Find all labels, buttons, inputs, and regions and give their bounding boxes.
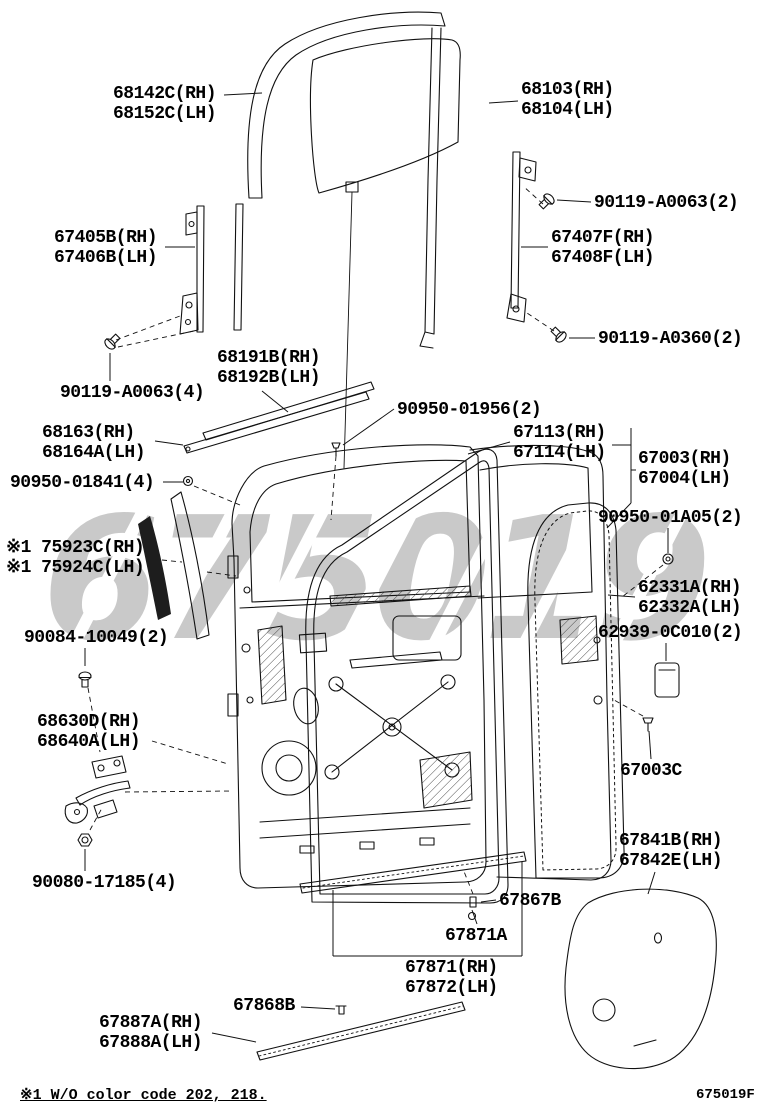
part-number: 68103(RH) — [521, 80, 614, 100]
part-number: 62332A(LH) — [638, 598, 742, 618]
label-62331a: 62331A(RH)62332A(LH) — [638, 578, 742, 618]
part-number: 67408F(LH) — [551, 248, 655, 268]
division-channel-left — [179, 203, 244, 335]
door-inner-panel — [227, 444, 487, 889]
part-number: 67842E(LH) — [619, 851, 723, 871]
nut-icon — [77, 833, 93, 847]
clip-icon — [642, 717, 654, 732]
label-68103: 68103(RH)68104(LH) — [521, 80, 614, 120]
label-62939-0c010: 62939-0C010(2) — [598, 623, 743, 643]
part-number: 90950-01841(4) — [10, 473, 155, 493]
part-number: 90084-10049(2) — [24, 628, 169, 648]
door-panel-shell — [469, 444, 612, 881]
bottom-weatherstrip — [299, 851, 527, 894]
part-number: 67888A(LH) — [99, 1033, 203, 1053]
part-number: 68630D(RH) — [37, 712, 141, 732]
door-glass — [310, 38, 461, 469]
part-number: 90119-A0360(2) — [598, 329, 743, 349]
leader-lines — [84, 92, 669, 1043]
part-number: 90080-17185(4) — [32, 873, 177, 893]
part-number: 68191B(RH) — [217, 348, 321, 368]
label-67887a: 67887A(RH)67888A(LH) — [99, 1013, 203, 1053]
frame-garnish — [170, 491, 210, 640]
label-68163: 68163(RH)68164A(LH) — [42, 423, 146, 463]
label-90950-01841: 90950-01841(4) — [10, 473, 155, 493]
part-number: 67841B(RH) — [619, 831, 723, 851]
assembly-dashed-lines — [87, 185, 664, 895]
label-67871a: 67871A — [445, 926, 507, 946]
part-number: 90950-01956(2) — [397, 400, 542, 420]
label-75923c: ※1 75923C(RH)※1 75924C(LH) — [6, 538, 145, 578]
part-number: 67871A — [445, 926, 507, 946]
part-number: 90950-01A05(2) — [598, 508, 743, 528]
part-number: 67405B(RH) — [54, 228, 158, 248]
watermark-slashes — [64, 475, 706, 655]
part-number: 67887A(RH) — [99, 1013, 203, 1033]
door-check — [64, 755, 131, 824]
part-number: 68164A(LH) — [42, 443, 146, 463]
part-number: 62331A(RH) — [638, 578, 742, 598]
frame-tape — [138, 516, 171, 620]
part-number: 68152C(LH) — [113, 104, 217, 124]
part-number: ※1 75924C(LH) — [6, 558, 145, 578]
part-number: 62939-0C010(2) — [598, 623, 743, 643]
part-number: 68163(RH) — [42, 423, 135, 443]
part-number: 67868B — [233, 996, 295, 1016]
label-90080-17185: 90080-17185(4) — [32, 873, 177, 893]
label-67871: 67871(RH)67872(LH) — [405, 958, 498, 998]
belt-molding-strips — [183, 381, 375, 454]
label-90119-a0063-2: 90119-A0063(2) — [594, 193, 739, 213]
part-number: 68640A(LH) — [37, 732, 141, 752]
part-number: 67003(RH) — [638, 449, 731, 469]
label-67113: 67113(RH)67114(LH) — [513, 423, 606, 463]
label-67867b: 67867B — [499, 891, 561, 911]
door-frame-seal-loop — [305, 448, 509, 904]
window-run-channel — [247, 11, 446, 349]
clip-icon — [331, 442, 341, 457]
part-number: 67004(LH) — [638, 469, 731, 489]
label-68630d: 68630D(RH)68640A(LH) — [37, 712, 141, 752]
figure-code: 675019F — [696, 1087, 755, 1103]
part-number: 90119-A0063(2) — [594, 193, 739, 213]
bolt-icon — [548, 324, 569, 345]
part-number: 67871(RH) — [405, 958, 498, 978]
label-90950-01956: 90950-01956(2) — [397, 400, 542, 420]
opening-weatherstrip-ring — [527, 502, 625, 879]
part-number: 67407F(RH) — [551, 228, 655, 248]
label-67003: 67003(RH)67004(LH) — [638, 449, 731, 489]
service-hole-cover — [564, 888, 717, 1070]
label-67407f: 67407F(RH)67408F(LH) — [551, 228, 655, 268]
bolt-icon — [102, 331, 123, 352]
part-number: 67867B — [499, 891, 561, 911]
label-90084-10049: 90084-10049(2) — [24, 628, 169, 648]
label-67868b: 67868B — [233, 996, 295, 1016]
part-number: 67003C — [620, 761, 682, 781]
division-channel-right — [506, 151, 537, 323]
label-90119-a0360: 90119-A0360(2) — [598, 329, 743, 349]
label-67841b: 67841B(RH)67842E(LH) — [619, 831, 723, 871]
label-68142c: 68142C(RH)68152C(LH) — [113, 84, 217, 124]
label-67003c: 67003C — [620, 761, 682, 781]
label-90119-a0063-4: 90119-A0063(4) — [60, 383, 205, 403]
part-number: 90119-A0063(4) — [60, 383, 205, 403]
bottom-molding — [256, 1001, 466, 1061]
part-number: 68192B(LH) — [217, 368, 321, 388]
label-90950-01a05: 90950-01A05(2) — [598, 508, 743, 528]
label-67405b: 67405B(RH)67406B(LH) — [54, 228, 158, 268]
part-number: 67872(LH) — [405, 978, 498, 998]
label-68191b: 68191B(RH)68192B(LH) — [217, 348, 321, 388]
part-number: 67114(LH) — [513, 443, 606, 463]
part-number: 67113(RH) — [513, 423, 606, 443]
part-number: 68142C(RH) — [113, 84, 217, 104]
part-number: 67406B(LH) — [54, 248, 158, 268]
fasteners — [77, 191, 680, 1015]
part-number: 68104(LH) — [521, 100, 614, 120]
part-number: ※1 75923C(RH) — [6, 538, 145, 558]
footnote: ※1 W/O color code 202, 218. — [20, 1087, 267, 1104]
